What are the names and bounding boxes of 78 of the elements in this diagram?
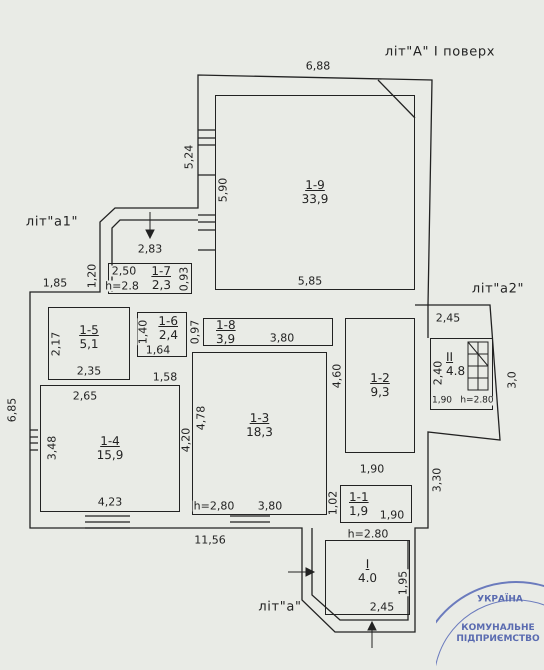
building-letter-label: лiт"а2" bbox=[472, 282, 524, 296]
room-area: 33,9 bbox=[302, 192, 328, 206]
room-area: 9,3 bbox=[370, 385, 390, 399]
dimension-label: 3,0 bbox=[506, 370, 518, 390]
dimension-label: 1,90 bbox=[430, 396, 454, 406]
dimension-label: 1,02 bbox=[328, 490, 338, 516]
room-area: 4.0 bbox=[358, 571, 378, 585]
dimension-label: 4,78 bbox=[196, 404, 206, 432]
room-number: 1-9 bbox=[305, 179, 325, 192]
dimension-label: 2,45 bbox=[368, 602, 396, 612]
dimension-label: 3,30 bbox=[432, 466, 442, 494]
stamp-text: УКРАЇНА bbox=[476, 594, 524, 606]
room bbox=[203, 318, 333, 346]
room-number: 1-6 bbox=[158, 315, 178, 328]
room bbox=[340, 485, 412, 523]
dimension-label: 4,20 bbox=[180, 426, 192, 454]
room-number: I bbox=[366, 558, 370, 571]
dimension-label: 2,65 bbox=[72, 390, 98, 402]
dimension-label: 1,40 bbox=[138, 318, 148, 346]
dimension-label: h=2,80 bbox=[192, 500, 236, 512]
dimension-label: 1,64 bbox=[144, 344, 172, 356]
room-area: 5,1 bbox=[79, 337, 99, 351]
dimension-label: 0,93 bbox=[178, 266, 190, 292]
dimension-label: 6,85 bbox=[6, 396, 18, 424]
dimension-label: 1,20 bbox=[86, 262, 98, 290]
room-area: 18,3 bbox=[246, 425, 273, 439]
room-area: 2,4 bbox=[158, 328, 178, 342]
building-letter-label: лiт"а1" bbox=[26, 216, 78, 228]
dimension-label: 1,90 bbox=[378, 510, 406, 520]
dimension-label: 2,35 bbox=[76, 366, 102, 376]
room bbox=[48, 307, 130, 380]
room-area: 2,3 bbox=[152, 278, 171, 292]
dimension-label: 2,50 bbox=[110, 266, 138, 276]
room-area: 1,9 bbox=[349, 504, 368, 518]
dimension-label: 1,58 bbox=[152, 372, 178, 382]
room-number: II bbox=[446, 351, 454, 364]
dimension-label: 2,83 bbox=[136, 244, 164, 254]
dimension-label: 0,97 bbox=[190, 318, 200, 346]
dimension-label: 5,85 bbox=[296, 276, 324, 286]
dimension-label: 5,24 bbox=[184, 144, 194, 170]
dimension-label: 2,17 bbox=[50, 330, 62, 358]
dimension-label: h=2.80 bbox=[459, 396, 495, 406]
dimension-label: 4,23 bbox=[96, 496, 124, 508]
dimension-label: 3,48 bbox=[46, 434, 58, 462]
room-area: 4.8 bbox=[446, 364, 466, 378]
dimension-label: 3,80 bbox=[256, 500, 284, 512]
room bbox=[137, 312, 187, 357]
room-number: 1-3 bbox=[250, 412, 270, 425]
dimension-label: h=2.80 bbox=[346, 528, 390, 540]
room bbox=[325, 540, 410, 615]
room bbox=[430, 338, 493, 410]
dimension-label: 3,80 bbox=[268, 332, 296, 344]
dimension-label: h=2.8 bbox=[104, 280, 140, 292]
room-number: 1-5 bbox=[79, 324, 99, 337]
dimension-label: 1,85 bbox=[42, 278, 68, 288]
room-number: 1-8 bbox=[216, 318, 236, 332]
room-number: 1-4 bbox=[100, 435, 120, 448]
building-letter-label: лiт"а" bbox=[258, 600, 302, 614]
room-area: 15,9 bbox=[96, 448, 124, 462]
room bbox=[215, 95, 415, 290]
room bbox=[345, 318, 415, 453]
room-number: 1-2 bbox=[370, 372, 390, 385]
room bbox=[108, 263, 192, 294]
room-number: 1-1 bbox=[349, 490, 369, 504]
dimension-label: 1,95 bbox=[398, 570, 408, 596]
room bbox=[40, 385, 180, 512]
dimension-label: 11,56 bbox=[193, 534, 227, 546]
building-letter-label: лiт"А" I поверх bbox=[384, 46, 496, 58]
stamp-text: КОМУНАЛЬНЕ ПІДПРИЄМСТВО bbox=[455, 622, 541, 646]
room-number: 1-7 bbox=[151, 265, 171, 278]
dimension-label: 2,45 bbox=[434, 312, 462, 324]
dimension-label: 5,90 bbox=[218, 176, 228, 204]
dimension-label: 4,60 bbox=[332, 362, 342, 390]
room bbox=[192, 352, 327, 515]
dimension-label: 6,88 bbox=[304, 60, 332, 72]
room-area: 3,9 bbox=[216, 332, 236, 346]
dimension-label: 1,90 bbox=[358, 464, 386, 474]
dimension-label: 2,40 bbox=[432, 360, 444, 386]
